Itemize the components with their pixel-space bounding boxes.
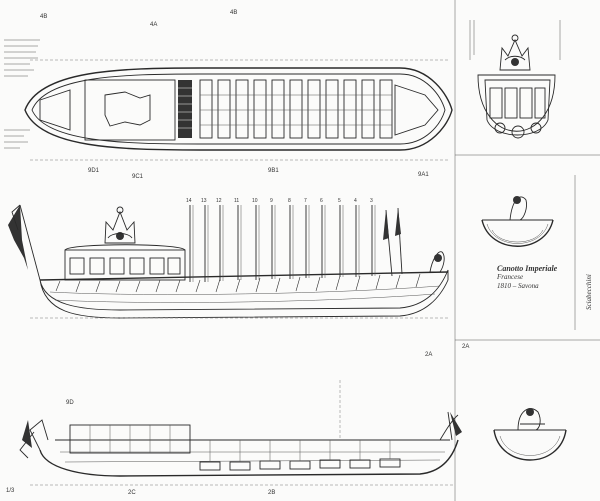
- title-block: Canotto Imperiale Francese 1810 – Savona: [497, 264, 569, 291]
- notes-column: [4, 39, 40, 149]
- view-mark: 2C: [128, 490, 136, 496]
- view-mark: 9D: [66, 400, 74, 406]
- oar-number: 14: [186, 198, 192, 204]
- side-title: Sciabecchini: [585, 274, 593, 310]
- oar-number: 5: [338, 198, 341, 204]
- oar-number: 3: [370, 198, 373, 204]
- crown-icon: [104, 206, 136, 244]
- stern-section-view: [493, 408, 567, 461]
- oar-number: 7: [304, 198, 307, 204]
- view-mark: 4B: [40, 14, 48, 20]
- oar-number: 10: [252, 198, 258, 204]
- crown-icon: [499, 34, 531, 71]
- deck-plan-view: [4, 39, 453, 161]
- title-line-1: Canotto Imperiale: [497, 264, 558, 273]
- figurehead-icon: [429, 251, 445, 273]
- oar-number: 8: [288, 198, 291, 204]
- longitudinal-section-view: [19, 380, 462, 486]
- side-elevation-view: [8, 204, 450, 319]
- oar-number: 9: [270, 198, 273, 204]
- oar-number: 6: [320, 198, 323, 204]
- stern-elevation-view: [469, 20, 561, 139]
- oar-number: 4: [354, 198, 357, 204]
- bow-section-view: [481, 196, 554, 247]
- oar-number: 11: [234, 198, 240, 204]
- ensign-flag-icon: [8, 204, 41, 281]
- view-mark: 2A: [425, 352, 433, 358]
- view-mark: 4B: [230, 10, 238, 16]
- view-mark: 9A1: [418, 172, 429, 178]
- sheet-number: 1/3: [6, 488, 15, 494]
- view-mark: 4A: [150, 22, 158, 28]
- view-mark: 9C1: [132, 174, 144, 180]
- view-mark: 9B1: [268, 168, 279, 174]
- oar-number: 13: [201, 198, 207, 204]
- title-line-3: 1810 – Savona: [497, 282, 539, 290]
- view-mark: 2A: [462, 344, 470, 350]
- title-line-2: Francese: [497, 273, 524, 281]
- oar-number: 12: [216, 198, 222, 204]
- view-mark: 9D1: [88, 168, 100, 174]
- view-mark: 2B: [268, 490, 276, 496]
- oars: [189, 205, 373, 282]
